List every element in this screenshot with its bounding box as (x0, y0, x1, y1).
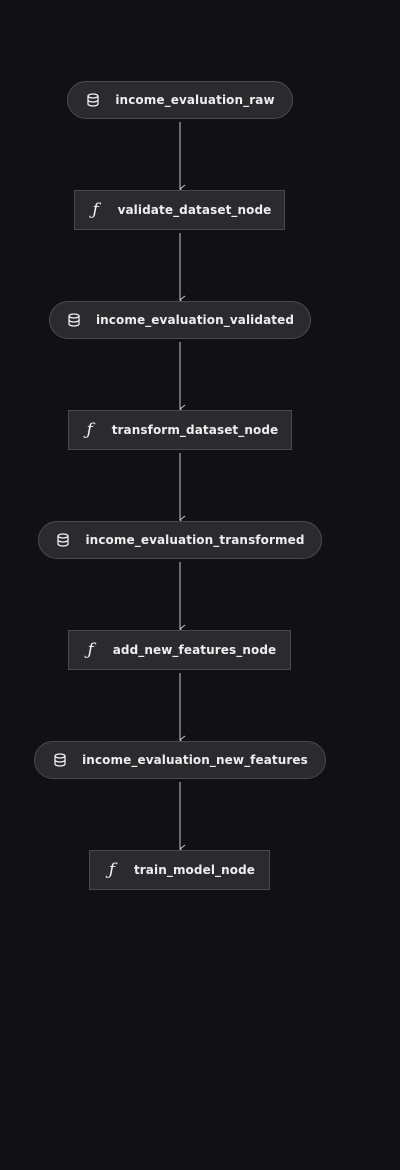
node-transform-dataset-node[interactable]: ƒ transform_dataset_node (68, 410, 292, 450)
node-label: income_evaluation_new_features (82, 753, 308, 767)
function-icon: ƒ (92, 199, 99, 220)
node-label: income_evaluation_raw (115, 93, 275, 107)
node-income-evaluation-new-features[interactable]: income_evaluation_new_features (34, 741, 326, 779)
database-icon (52, 752, 68, 768)
node-income-evaluation-raw[interactable]: income_evaluation_raw (67, 81, 293, 119)
node-label: income_evaluation_validated (95, 313, 295, 327)
function-icon: ƒ (108, 859, 116, 880)
node-label: transform_dataset_node (111, 423, 279, 437)
database-icon (66, 312, 82, 328)
function-icon: ƒ (86, 419, 93, 440)
node-income-evaluation-validated[interactable]: income_evaluation_validated (49, 301, 311, 339)
function-icon: ƒ (87, 639, 94, 660)
node-label: income_evaluation_transformed (85, 533, 305, 547)
node-income-evaluation-transformed[interactable]: income_evaluation_transformed (38, 521, 322, 559)
node-label: add_new_features_node (112, 643, 277, 657)
node-train-model-node[interactable]: ƒ train_model_node (89, 850, 270, 890)
node-label: validate_dataset_node (117, 203, 272, 217)
node-label: train_model_node (133, 863, 256, 877)
database-icon (85, 92, 101, 108)
node-add-new-features-node[interactable]: ƒ add_new_features_node (68, 630, 291, 670)
node-validate-dataset-node[interactable]: ƒ validate_dataset_node (74, 190, 285, 230)
database-icon (55, 532, 71, 548)
